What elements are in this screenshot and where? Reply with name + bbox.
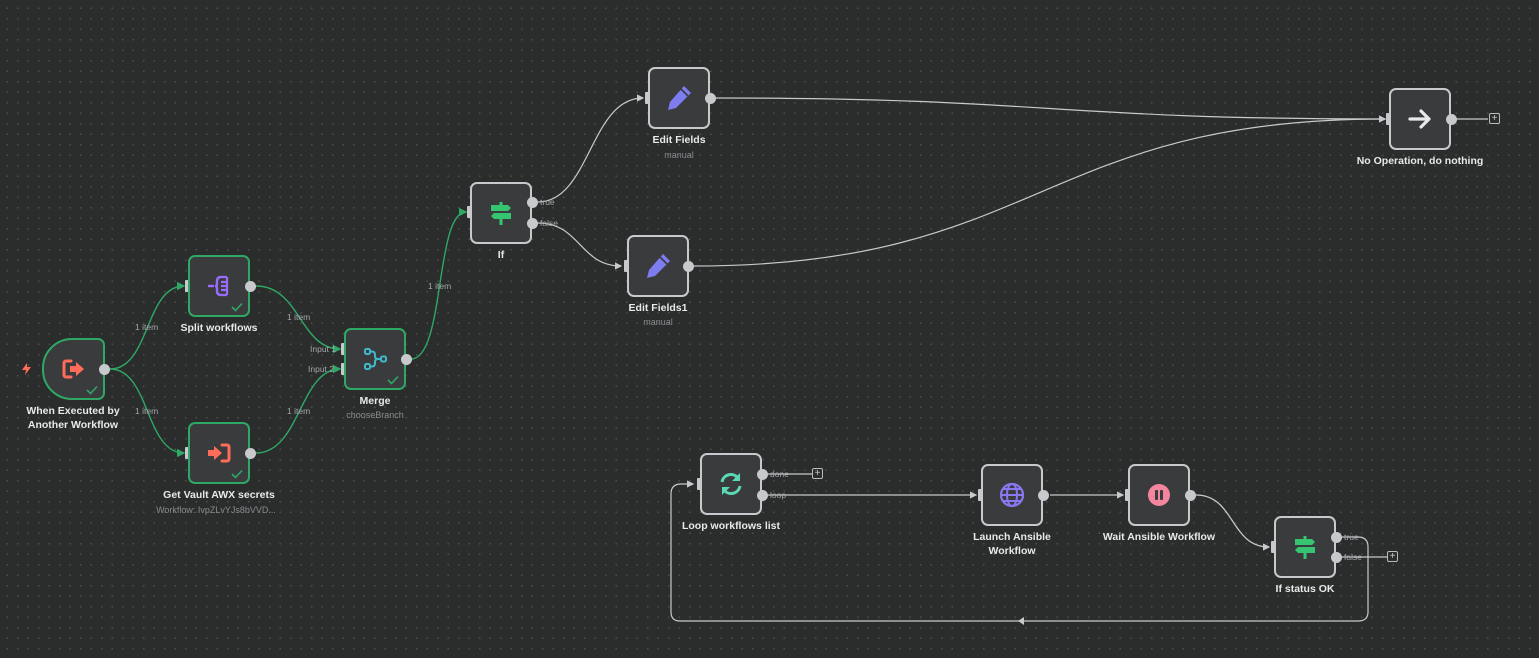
arrow-right-icon bbox=[1408, 109, 1431, 129]
success-check-icon bbox=[231, 302, 243, 312]
add-node-after-done-button[interactable]: + bbox=[812, 468, 823, 479]
node-get-vault-awx-secrets[interactable] bbox=[188, 422, 250, 484]
split-output-handle[interactable] bbox=[245, 281, 256, 292]
edge-direction-arrow bbox=[1018, 617, 1024, 625]
success-check-icon bbox=[231, 469, 243, 479]
node-subtitle: Workflow: IvpZLvYJs8bVVD... bbox=[156, 505, 276, 515]
edge-trigger-vault[interactable] bbox=[109, 368, 186, 458]
add-node-after-false-button[interactable]: + bbox=[1387, 551, 1398, 562]
edge-vault-merge[interactable] bbox=[255, 364, 342, 454]
node-subtitle: chooseBranch bbox=[346, 410, 404, 420]
edge-wait-ifstatus[interactable] bbox=[1195, 494, 1271, 551]
loop-done-label: done bbox=[770, 469, 789, 479]
globe-icon bbox=[999, 482, 1025, 508]
loop-loop-label: loop bbox=[770, 490, 787, 500]
node-if[interactable] bbox=[470, 182, 532, 244]
title-line-2: Workflow bbox=[988, 545, 1036, 557]
title-line-1: When Executed by bbox=[26, 405, 120, 417]
merge-input-1-label: Input 1 bbox=[310, 344, 336, 354]
launch-output-handle[interactable] bbox=[1038, 490, 1049, 501]
edge-edit1-noop[interactable] bbox=[714, 97, 1387, 123]
success-check-icon bbox=[86, 385, 98, 395]
merge-output-handle[interactable] bbox=[401, 354, 412, 365]
pencil-icon bbox=[668, 86, 691, 110]
split-out-icon bbox=[208, 275, 229, 297]
node-title: Split workflows bbox=[180, 322, 258, 334]
edge-trigger-split[interactable] bbox=[109, 281, 186, 370]
title-line-2: Another Workflow bbox=[27, 419, 119, 431]
node-title: Get Vault AWX secrets bbox=[163, 489, 275, 501]
node-title: Launch Ansible Workflow bbox=[932, 530, 1092, 558]
signpost-icon bbox=[491, 202, 511, 225]
if-false-handle[interactable] bbox=[527, 218, 538, 229]
node-subtitle: manual bbox=[643, 317, 673, 327]
edit1-output-handle[interactable] bbox=[705, 93, 716, 104]
wait-output-handle[interactable] bbox=[1185, 490, 1196, 501]
node-edit-fields1[interactable] bbox=[627, 235, 689, 297]
node-title: If bbox=[497, 249, 505, 261]
node-wait-ansible-workflow[interactable] bbox=[1128, 464, 1190, 526]
edge-merge-if[interactable] bbox=[410, 207, 468, 360]
refresh-icon bbox=[720, 473, 742, 495]
node-title: If status OK bbox=[1275, 583, 1335, 595]
pencil-icon bbox=[647, 254, 670, 278]
edge-label-split-merge: 1 item bbox=[287, 312, 311, 322]
edge-label-vault-merge: 1 item bbox=[287, 406, 311, 416]
loop-loop-handle[interactable] bbox=[757, 490, 768, 501]
trigger-bolt-icon bbox=[22, 363, 31, 375]
node-subtitle: manual bbox=[664, 150, 694, 160]
node-when-executed-by-another-workflow[interactable] bbox=[42, 338, 105, 400]
pause-icon bbox=[1148, 484, 1170, 506]
trigger-output-handle[interactable] bbox=[99, 364, 110, 375]
sign-out-icon bbox=[62, 359, 84, 379]
noop-output-handle[interactable] bbox=[1446, 114, 1457, 125]
edge-if-true-edit1[interactable] bbox=[537, 94, 645, 203]
loop-done-handle[interactable] bbox=[757, 469, 768, 480]
ifstatus-true-label: true bbox=[1344, 532, 1359, 542]
success-check-icon bbox=[387, 375, 399, 385]
if-true-label: true bbox=[540, 197, 555, 207]
node-split-workflows[interactable] bbox=[188, 255, 250, 317]
node-no-operation[interactable] bbox=[1389, 88, 1451, 150]
edge-split-merge[interactable] bbox=[255, 285, 342, 354]
node-title: Edit Fields bbox=[652, 134, 706, 146]
sign-in-icon bbox=[208, 443, 231, 463]
edge-if-false-edit2[interactable] bbox=[537, 222, 623, 270]
node-title: When Executed by Another Workflow bbox=[0, 404, 153, 432]
title-line-1: Launch Ansible bbox=[973, 531, 1051, 543]
node-title: No Operation, do nothing bbox=[1356, 155, 1484, 167]
vault-output-handle[interactable] bbox=[245, 448, 256, 459]
edge-label-merge-if: 1 item bbox=[428, 281, 452, 291]
ifstatus-true-handle[interactable] bbox=[1331, 532, 1342, 543]
node-title: Edit Fields1 bbox=[628, 302, 688, 314]
node-edit-fields[interactable] bbox=[648, 67, 710, 129]
node-title: Loop workflows list bbox=[681, 520, 780, 532]
ifstatus-false-label: false bbox=[1344, 552, 1362, 562]
node-merge[interactable] bbox=[344, 328, 406, 390]
ifstatus-false-handle[interactable] bbox=[1331, 552, 1342, 563]
signpost-icon bbox=[1295, 536, 1315, 559]
edge-label-trigger-split: 1 item bbox=[135, 322, 159, 332]
merge-icon bbox=[364, 348, 387, 370]
edit2-output-handle[interactable] bbox=[683, 261, 694, 272]
if-false-label: false bbox=[540, 218, 558, 228]
node-if-status-ok[interactable] bbox=[1274, 516, 1336, 578]
node-title: Merge bbox=[359, 395, 391, 407]
node-title: Wait Ansible Workflow bbox=[1102, 531, 1216, 543]
node-launch-ansible-workflow[interactable] bbox=[981, 464, 1043, 526]
merge-input-2-label: Input 2 bbox=[308, 364, 334, 374]
node-loop-workflows-list[interactable] bbox=[700, 453, 762, 515]
add-node-after-noop-button[interactable]: + bbox=[1489, 113, 1500, 124]
edge-label-trigger-vault: 1 item bbox=[135, 406, 159, 416]
if-true-handle[interactable] bbox=[527, 197, 538, 208]
edge-edit2-noop[interactable] bbox=[693, 115, 1387, 267]
